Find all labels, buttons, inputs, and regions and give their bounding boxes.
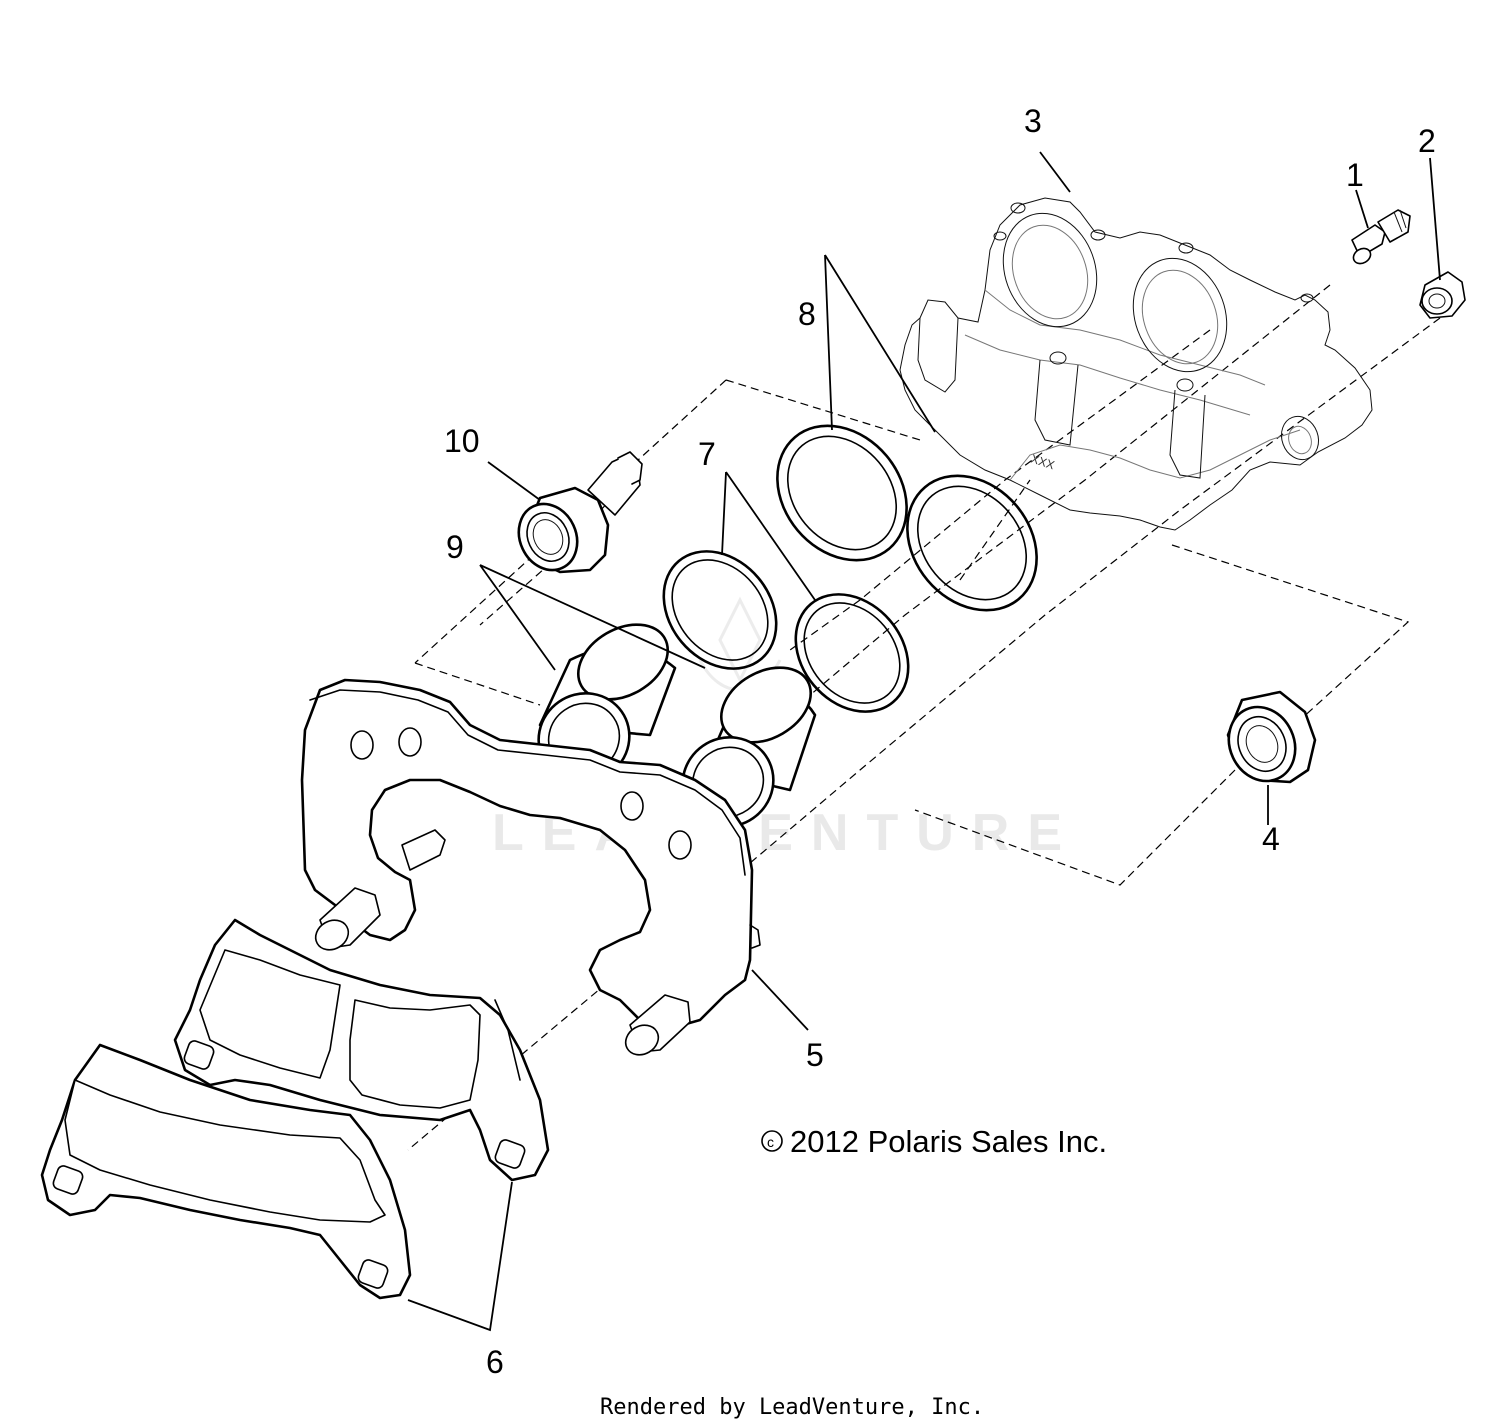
rendered-by-credit: Rendered by LeadVenture, Inc. — [600, 1395, 984, 1420]
callout-labels: 1 2 3 4 5 6 7 8 9 10 — [444, 103, 1436, 1380]
callout-7: 7 — [698, 436, 716, 472]
piston-seal-large-1 — [776, 424, 908, 562]
copyright-text: 2012 Polaris Sales Inc. — [790, 1124, 1107, 1159]
brake-pad-inner — [173, 918, 550, 1182]
callout-4: 4 — [1262, 821, 1280, 857]
copyright-symbol-circle — [761, 1130, 783, 1152]
piston-seal-small-1 — [662, 550, 778, 670]
caliper-housing: XXX — [899, 197, 1373, 531]
slide-pin-boot — [517, 451, 643, 574]
bleeder-screw — [1351, 209, 1411, 265]
callout-9: 9 — [446, 529, 464, 565]
caliper-bracket — [300, 678, 761, 1056]
caliper-marking: XXX — [1029, 452, 1056, 473]
callout-leader-lines — [407, 151, 1441, 1332]
callout-5: 5 — [806, 1037, 824, 1073]
brake-pad-outer — [40, 1043, 412, 1300]
callout-2: 2 — [1418, 123, 1436, 159]
callout-6: 6 — [486, 1344, 504, 1380]
copyright-symbol: c — [767, 1134, 774, 1150]
piston-seal-large-2 — [906, 474, 1038, 612]
pin-boot — [1226, 690, 1317, 784]
piston-2 — [681, 666, 817, 828]
bleeder-cap — [1419, 271, 1466, 319]
copyright-notice: c 2012 Polaris Sales Inc. — [761, 1124, 1107, 1159]
callout-3: 3 — [1024, 103, 1042, 139]
callout-10: 10 — [444, 423, 480, 459]
callout-1: 1 — [1346, 157, 1364, 193]
callout-8: 8 — [798, 296, 816, 332]
piston-seal-small-2 — [794, 593, 910, 713]
